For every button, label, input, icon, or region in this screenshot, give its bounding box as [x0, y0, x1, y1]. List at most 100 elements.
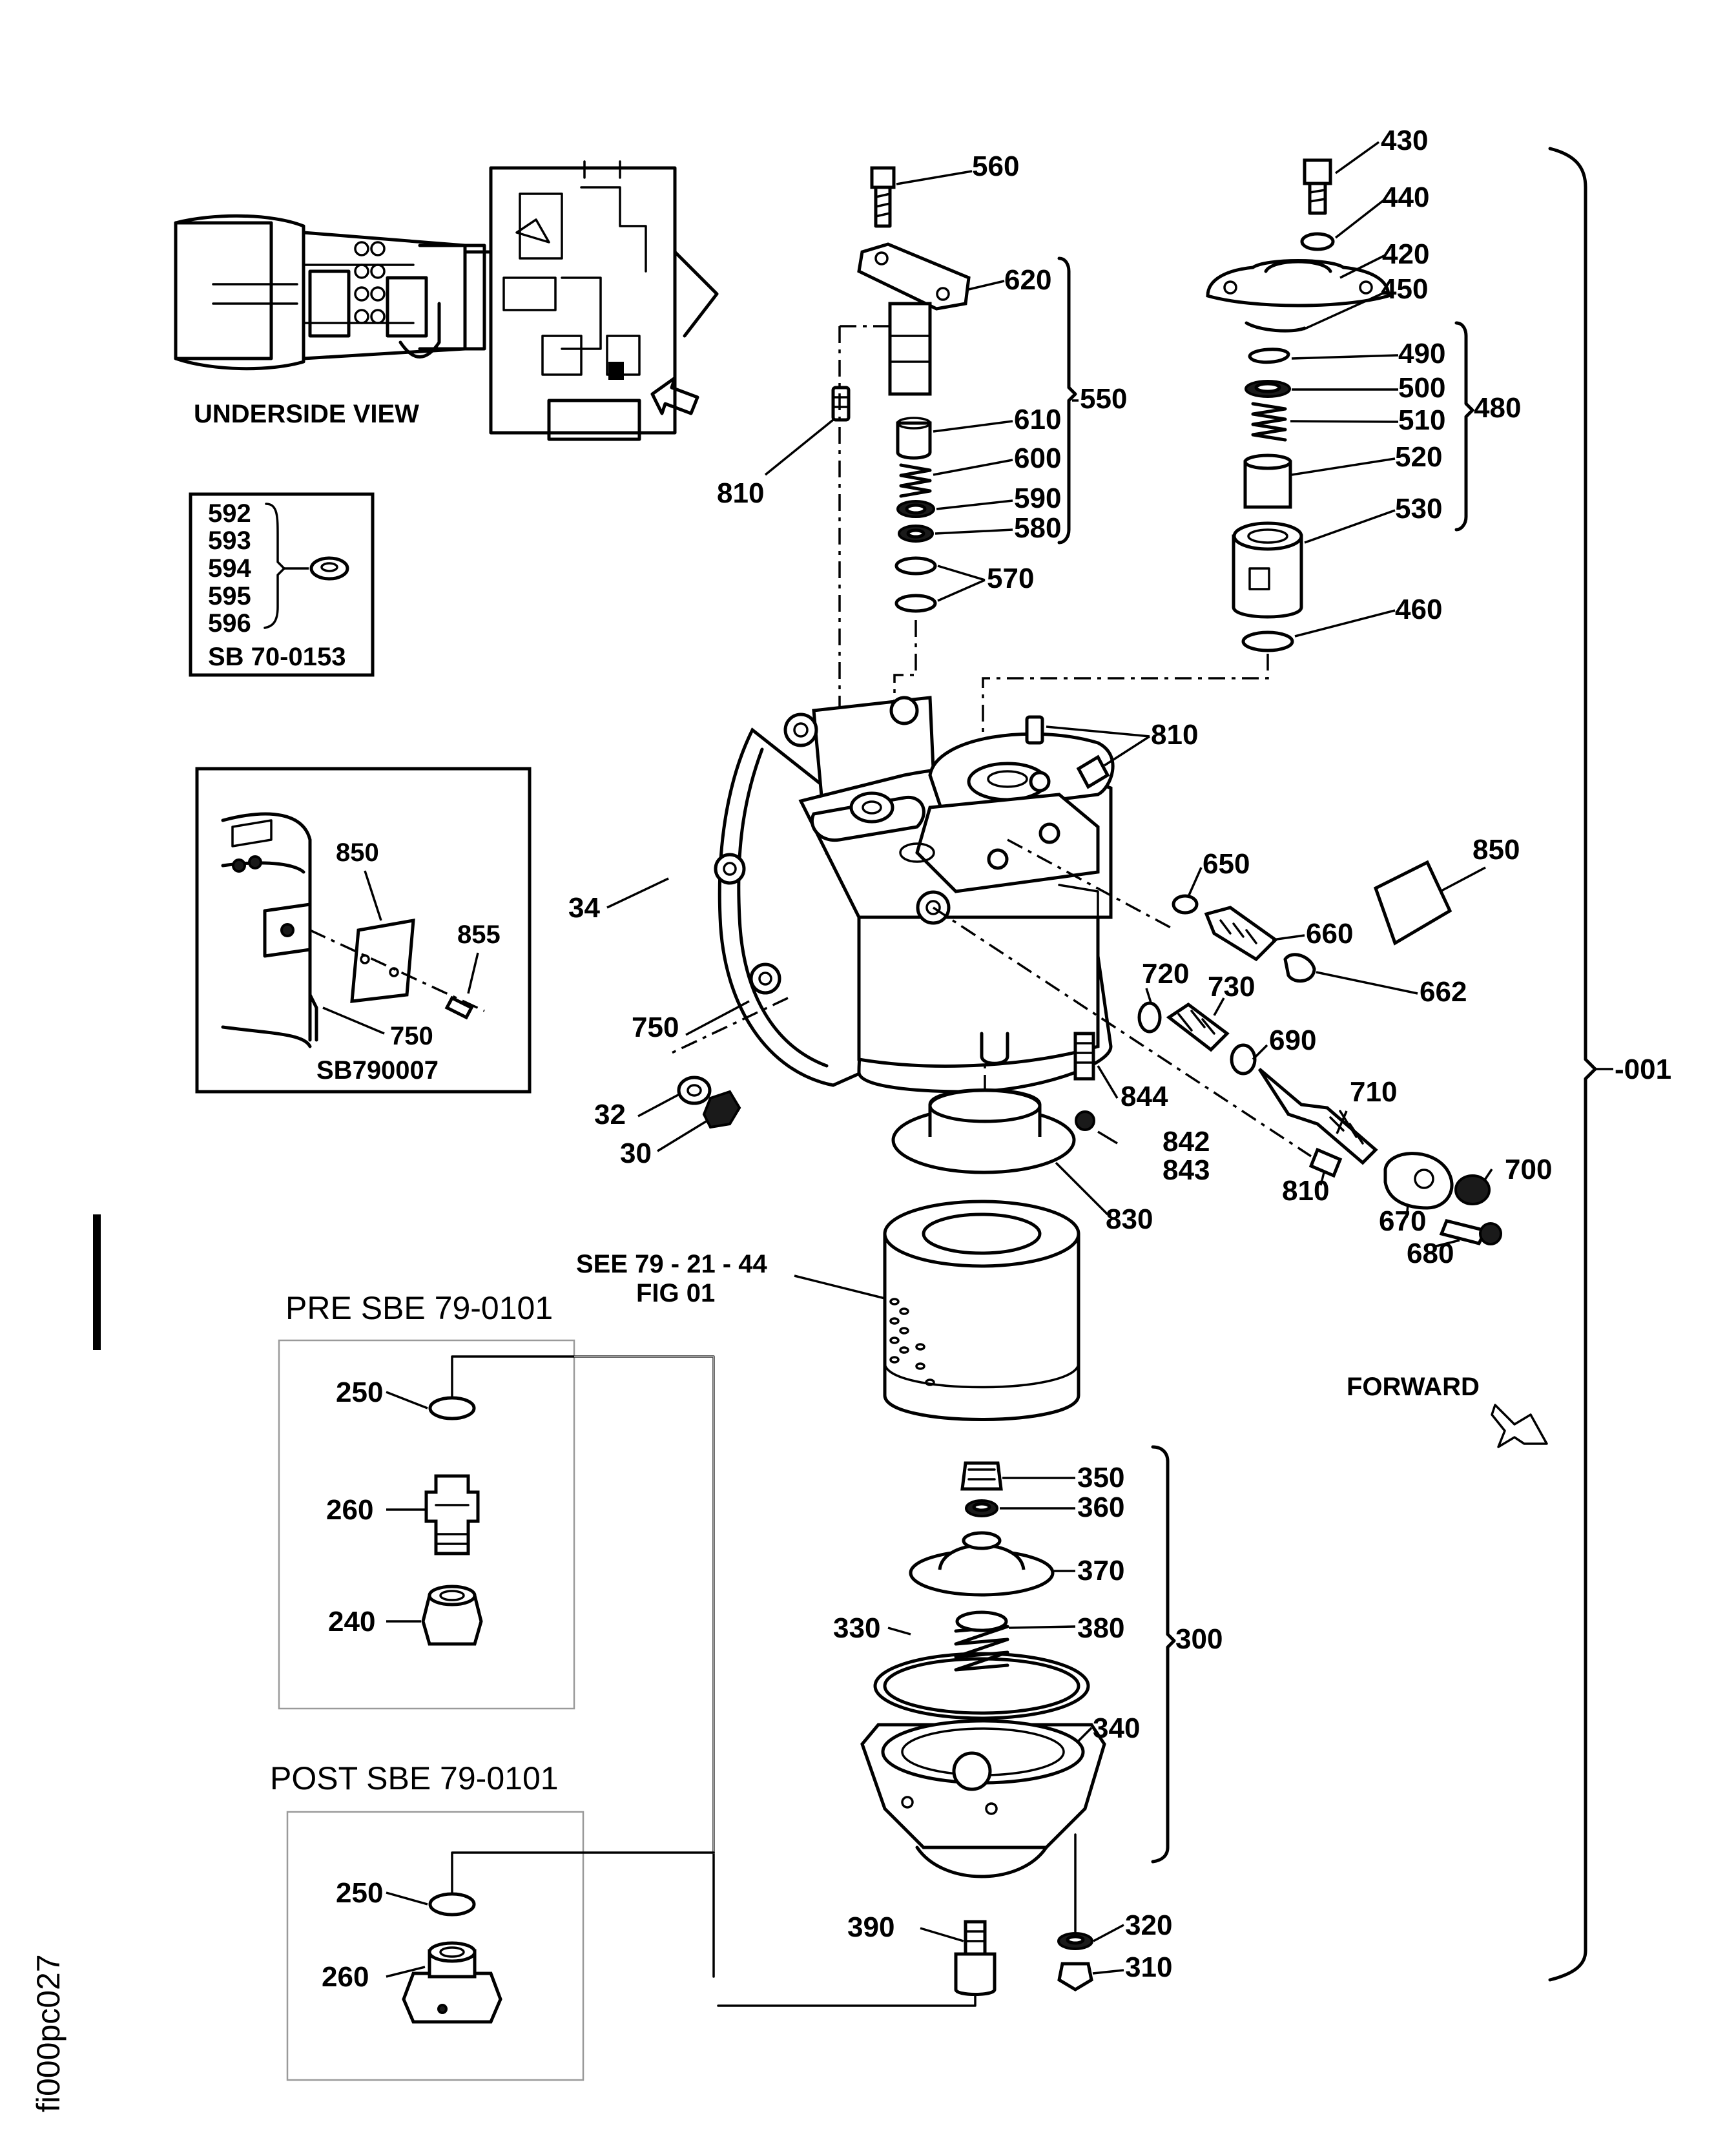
underside-view-caption: UNDERSIDE VIEW — [194, 400, 419, 428]
needle-710 — [1257, 1068, 1378, 1165]
callout-842: 842 — [1162, 1126, 1210, 1158]
seal-830 — [891, 1088, 1076, 1174]
callout-post-260: 260 — [322, 1961, 369, 1993]
forward-label: FORWARD — [1347, 1373, 1480, 1401]
callout-620: 620 — [1004, 264, 1051, 296]
inset-sb70-frame — [189, 492, 375, 677]
callout-420: 420 — [1382, 238, 1429, 270]
inset-item-594: 594 — [208, 554, 251, 583]
callout-810-b: 810 — [1151, 719, 1198, 751]
callout-730: 730 — [1208, 971, 1255, 1003]
post-sbe-caption: POST SBE 79-0101 — [270, 1760, 559, 1796]
plug-810-angled — [1076, 754, 1110, 789]
bracket-300 — [1151, 1445, 1176, 1864]
callout-leaders — [386, 141, 1613, 1978]
callout-710: 710 — [1350, 1076, 1397, 1108]
main-housing — [714, 696, 1115, 1094]
callout-320: 320 — [1125, 1909, 1172, 1941]
see-ref-line2: FIG 01 — [636, 1279, 715, 1307]
callout-610: 610 — [1014, 404, 1061, 435]
callout-560: 560 — [972, 151, 1019, 182]
inset-item-593: 593 — [208, 526, 251, 555]
callout-330: 330 — [833, 1612, 880, 1644]
post-sbe-parts — [402, 1892, 502, 2024]
inset-sb70-list: 592 593 594 595 596 — [208, 499, 251, 638]
callout-370: 370 — [1077, 1555, 1124, 1586]
callout-32: 32 — [594, 1099, 626, 1130]
callout-380: 380 — [1077, 1612, 1124, 1644]
callout-660: 660 — [1306, 918, 1353, 950]
inset-item-592: 592 — [208, 499, 251, 528]
callout-570: 570 — [987, 563, 1034, 594]
pre-sbe-parts — [421, 1396, 483, 1646]
callout-550: 550 — [1080, 383, 1127, 415]
callout-750: 750 — [632, 1012, 679, 1043]
callout-810-c: 810 — [1282, 1175, 1329, 1207]
pre-sbe-caption: PRE SBE 79-0101 — [285, 1290, 553, 1326]
revision-bar — [93, 1214, 101, 1350]
callout-600: 600 — [1014, 442, 1061, 474]
callout-810-a: 810 — [717, 477, 764, 509]
bracket-550 — [1057, 256, 1077, 545]
callout-360: 360 — [1077, 1492, 1124, 1523]
fitting-844-842 — [1073, 1032, 1095, 1131]
underside-view-sketch — [174, 160, 719, 441]
callout-850: 850 — [1472, 834, 1520, 866]
callout-843: 843 — [1162, 1154, 1210, 1186]
fitting-650-660-662 — [1172, 894, 1316, 983]
bracket-001 — [1548, 147, 1597, 1982]
callout-690: 690 — [1269, 1024, 1316, 1056]
inset-sb79-label: SB790007 — [316, 1056, 439, 1085]
inset-item-596: 596 — [208, 609, 251, 638]
plug-810-housing — [1025, 715, 1044, 745]
inset-sb79-750: 750 — [390, 1022, 433, 1050]
callout-post-250: 250 — [336, 1877, 383, 1909]
callout-590: 590 — [1014, 483, 1061, 514]
callout-530: 530 — [1395, 493, 1442, 525]
inset-sb70-brace — [264, 503, 285, 629]
inset-sb79-855: 855 — [457, 920, 501, 949]
callout-34: 34 — [568, 892, 600, 924]
callout-001: -001 — [1615, 1054, 1671, 1085]
bowl-assembly-300 — [860, 1461, 1106, 1996]
washer-icon — [309, 556, 349, 581]
fitting-810-670-700-680 — [1308, 1147, 1502, 1245]
inset-sb70-label: SB 70-0153 — [208, 643, 346, 671]
post-sbe-frame — [286, 1811, 584, 2081]
figure-id: fi000pc027 — [30, 1954, 67, 2112]
callout-700: 700 — [1505, 1154, 1552, 1185]
callout-480: 480 — [1474, 392, 1521, 424]
callout-pre-260: 260 — [326, 1494, 373, 1526]
callout-pre-240: 240 — [328, 1606, 375, 1638]
see-ref-line1: SEE 79 - 21 - 44 — [576, 1250, 767, 1278]
bracket-480 — [1454, 321, 1474, 532]
callout-310: 310 — [1125, 1951, 1172, 1983]
callout-680: 680 — [1407, 1238, 1454, 1269]
assembly-480-parts — [1206, 158, 1390, 652]
callout-30: 30 — [620, 1138, 652, 1169]
inset-item-595: 595 — [208, 582, 251, 610]
callout-labels: 560 620 550 610 600 590 580 570 810 430 … — [322, 125, 1671, 1993]
callout-510: 510 — [1398, 404, 1445, 436]
callout-670: 670 — [1379, 1205, 1426, 1237]
pre-sbe-frame — [278, 1339, 575, 1710]
callout-662: 662 — [1420, 976, 1467, 1008]
callout-500: 500 — [1398, 372, 1445, 404]
callout-430: 430 — [1381, 125, 1428, 156]
filter-element — [883, 1200, 1080, 1421]
inset-sb79-frame — [195, 767, 532, 1094]
forward-arrow-icon — [1491, 1404, 1548, 1448]
callout-520: 520 — [1395, 441, 1442, 473]
callout-300: 300 — [1175, 1623, 1223, 1655]
inset-sb79-sketch — [221, 812, 485, 1048]
callout-pre-250: 250 — [336, 1377, 383, 1408]
callout-340: 340 — [1093, 1712, 1140, 1744]
callout-580: 580 — [1014, 512, 1061, 544]
callout-390: 390 — [847, 1911, 894, 1943]
callout-650: 650 — [1203, 848, 1250, 880]
callout-844: 844 — [1121, 1081, 1168, 1112]
fitting-32-30 — [677, 1076, 741, 1129]
pad-850 — [1373, 860, 1452, 946]
inset-sb79-850: 850 — [336, 838, 379, 867]
